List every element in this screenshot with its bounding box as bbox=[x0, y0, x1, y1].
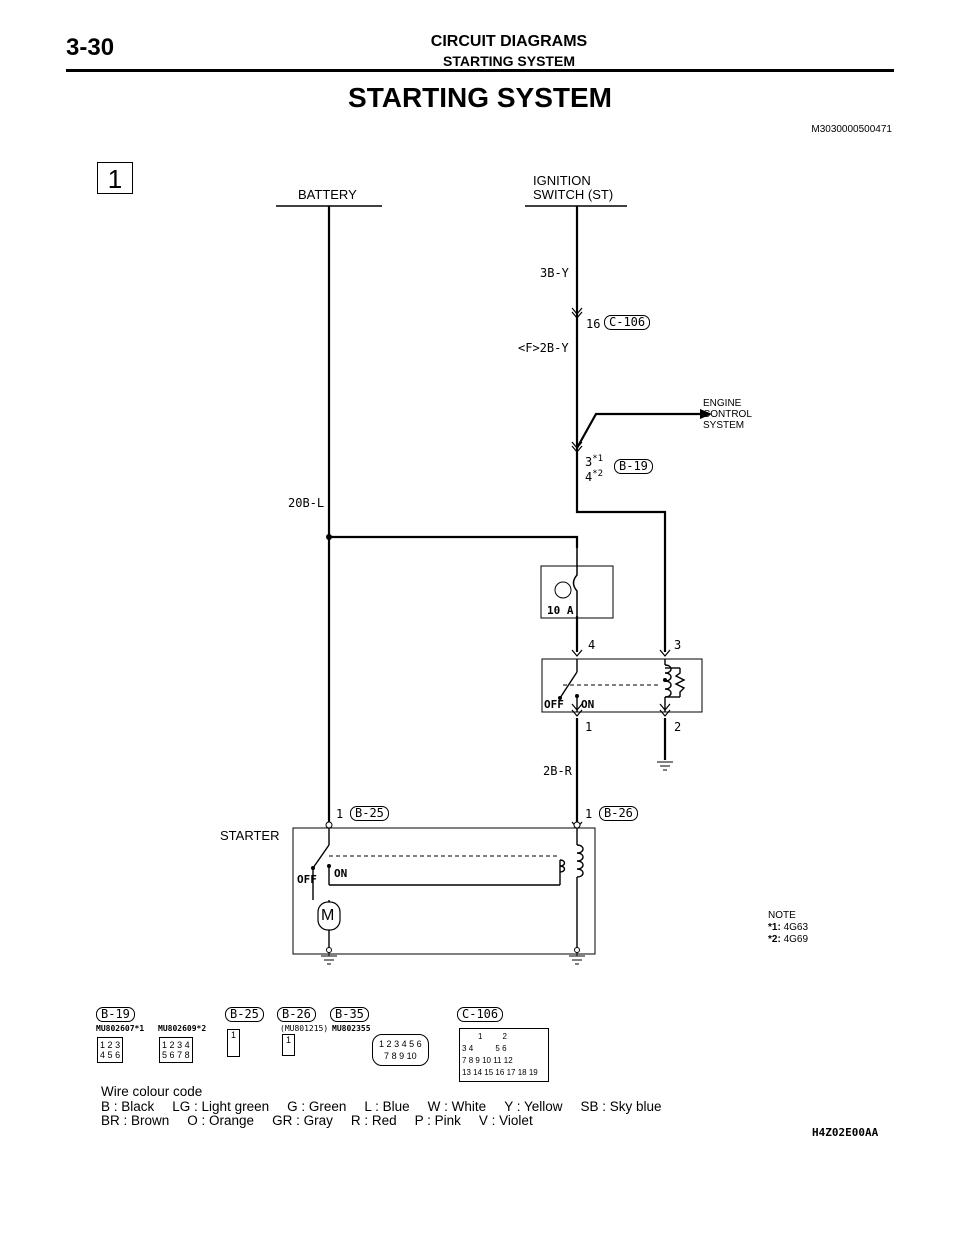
ignition-label-line2: SWITCH (ST) bbox=[533, 187, 614, 202]
face-c106-row4: 13 14 15 16 17 18 19 bbox=[462, 1068, 538, 1077]
engine-control-line2: CONTROL bbox=[703, 409, 752, 420]
starter-label: STARTER bbox=[220, 828, 280, 843]
face-b26-tag: B-26 bbox=[277, 1007, 316, 1022]
note-star2: *2: 4G69 bbox=[768, 934, 809, 945]
c106-pin-number: 16 bbox=[586, 317, 601, 331]
b26-pin-number: 1 bbox=[585, 807, 593, 821]
page-number: 3-30 bbox=[66, 34, 115, 61]
note-title: NOTE bbox=[768, 910, 796, 921]
face-b19-a: 1 2 3 4 5 6 bbox=[97, 1037, 124, 1063]
face-b19-a-top: 1 2 3 bbox=[100, 1040, 121, 1050]
wire-2b-r: 2B-R bbox=[543, 764, 572, 778]
relay-on-label: ON bbox=[581, 698, 595, 711]
part-mu802355: MU802355 bbox=[332, 1024, 371, 1033]
document-id: M3030000500471 bbox=[811, 124, 892, 135]
relay-pin-1: 1 bbox=[585, 720, 593, 734]
part-mu802609: MU802609*2 bbox=[158, 1024, 207, 1033]
section-title: CIRCUIT DIAGRAMS bbox=[430, 33, 588, 50]
page-title: STARTING SYSTEM bbox=[348, 82, 612, 113]
relay-pin-3: 3 bbox=[674, 638, 682, 652]
face-b25-tag: B-25 bbox=[225, 1007, 264, 1022]
relay-off-label: OFF bbox=[544, 698, 564, 711]
wire-20b-l: 20B-L bbox=[288, 496, 325, 510]
face-b19-a-bot: 4 5 6 bbox=[100, 1050, 121, 1060]
face-b19-tag: B-19 bbox=[96, 1007, 135, 1022]
engine-control-line3: SYSTEM bbox=[703, 420, 745, 431]
face-b19-b: 1 2 3 4 5 6 7 8 bbox=[159, 1037, 193, 1063]
face-b35-bot: 7 8 9 10 bbox=[384, 1051, 417, 1061]
engine-control-line1: ENGINE bbox=[703, 398, 742, 409]
face-b35: 1 2 3 4 5 6 7 8 9 10 bbox=[372, 1034, 429, 1066]
face-c106-row2: 3 4 5 6 bbox=[462, 1044, 507, 1053]
b19-pin-b: 4*2 bbox=[585, 469, 604, 484]
b25-pin-number: 1 bbox=[336, 807, 344, 821]
b25-tag: B-25 bbox=[350, 806, 389, 821]
figure-code: H4Z02E00AA bbox=[812, 1126, 879, 1139]
subsection-title: STARTING SYSTEM bbox=[443, 53, 575, 69]
starter-off-label: OFF bbox=[297, 873, 317, 886]
wire-3b-y: 3B-Y bbox=[540, 266, 569, 280]
face-b25: 1 bbox=[227, 1029, 240, 1057]
motor-symbol: M bbox=[321, 907, 335, 924]
b19-pin-a: 3*1 bbox=[585, 454, 604, 469]
face-c106-row1: 1 2 bbox=[478, 1032, 507, 1041]
face-b26: 1 bbox=[282, 1034, 295, 1056]
relay-pin-2: 2 bbox=[674, 720, 682, 734]
c106-tag: C-106 bbox=[604, 315, 651, 330]
face-b19-b-top: 1 2 3 4 bbox=[162, 1040, 190, 1050]
b19-tag: B-19 bbox=[614, 459, 653, 474]
face-b19-b-bot: 5 6 7 8 bbox=[162, 1050, 190, 1060]
wire-f-2b-y: <F>2B-Y bbox=[518, 341, 569, 355]
face-c106: 1 2 3 4 5 6 7 8 9 10 11 12 13 14 15 16 1… bbox=[459, 1028, 549, 1082]
fuse-rating: 10 A bbox=[547, 604, 574, 617]
relay-pin-4: 4 bbox=[588, 638, 596, 652]
face-c106-tag: C-106 bbox=[457, 1007, 504, 1022]
face-b35-tag: B-35 bbox=[330, 1007, 369, 1022]
face-c106-row3: 7 8 9 10 11 12 bbox=[462, 1056, 513, 1065]
header-rule bbox=[66, 69, 894, 72]
legend-title: Wire colour code bbox=[101, 1084, 203, 1099]
face-b35-top: 1 2 3 4 5 6 bbox=[379, 1039, 422, 1049]
b26-tag: B-26 bbox=[599, 806, 638, 821]
ignition-label-line1: IGNITION bbox=[533, 173, 591, 188]
sheet-number: 1 bbox=[97, 162, 133, 194]
starter-on-label: ON bbox=[334, 867, 348, 880]
part-mu801215: (MU801215) bbox=[280, 1024, 329, 1033]
battery-label: BATTERY bbox=[298, 187, 357, 202]
note-star1: *1: 4G63 bbox=[768, 922, 809, 933]
part-mu802607: MU802607*1 bbox=[96, 1024, 145, 1033]
